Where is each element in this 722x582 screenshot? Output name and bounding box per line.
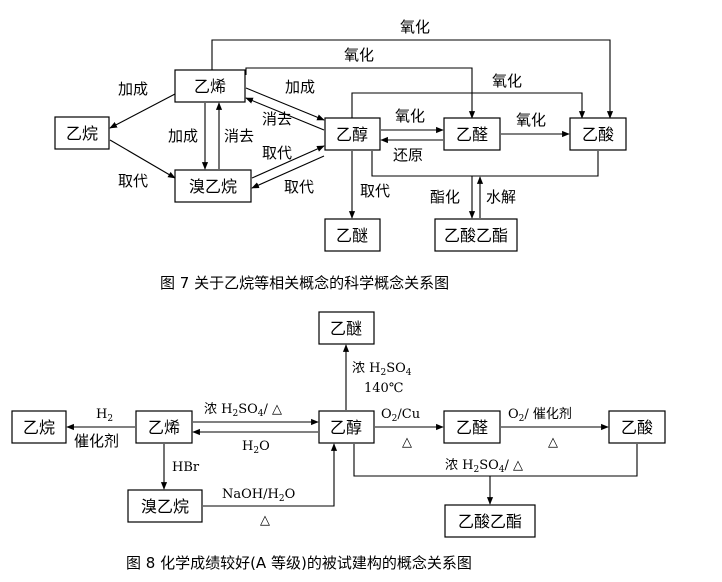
fig7-node-ether-label: 乙醚: [336, 226, 368, 245]
fig8-node-ethanol-label: 乙醇: [330, 418, 362, 437]
fig8-hbr-label: HBr: [172, 460, 200, 475]
fig8-conc-h2so4-label-3: 浓 H2SO4/ △: [445, 458, 523, 475]
fig8-arrow-bromoethane-to-ethanol: [203, 443, 338, 507]
fig7-node-ethyl-acetate-label: 乙酸乙酯: [444, 226, 508, 245]
fig7-arrow-ethylene-to-ethanol: [245, 87, 325, 121]
fig7-arrow-ethylene-to-ethane: [109, 93, 176, 129]
fig8-node-ethylene: [135, 410, 193, 444]
fig7-node-bromoethane: [174, 169, 252, 203]
fig7-label-addition-2: 加成: [168, 127, 198, 145]
fig7-arrow-bromoethane-to-ethanol: [251, 145, 325, 179]
fig7-label-substitution-1: 取代: [118, 172, 148, 190]
fig7-label-elimination-1: 消去: [224, 127, 254, 145]
fig8-conc-h2so4-label-1: 浓 H2SO4/ △: [204, 402, 282, 419]
fig7-label-elimination-2: 消去: [262, 110, 292, 128]
fig8-temp-label: 140℃: [364, 381, 403, 396]
fig8-node-acetaldehyde-label: 乙醛: [456, 418, 488, 437]
fig8-node-ether: [318, 311, 375, 345]
fig7-node-ethane-label: 乙烷: [66, 124, 98, 143]
fig8-catalyst-label: 催化剂: [74, 432, 119, 450]
fig8-node-ethyl-acetate: [444, 504, 536, 538]
fig8-naoh-label: NaOH/H2O: [222, 487, 295, 504]
fig8-heat-label-2: △: [548, 435, 558, 450]
fig7-label-esterification: 酯化: [430, 188, 460, 206]
fig7-ester-bracket: [371, 151, 599, 177]
fig7-label-oxidation-3: 氧化: [492, 72, 522, 90]
fig7-label-reduction: 还原: [393, 146, 423, 164]
fig8-node-bromoethane-label: 溴乙烷: [141, 497, 189, 516]
fig7-node-acetic-acid: [569, 117, 627, 151]
fig8-o2-cu-label: O2/Cu: [381, 407, 420, 424]
fig8-caption: 图 8 化学成绩较好(A 等级)的被试建构的概念关系图: [126, 554, 472, 572]
fig7-node-ethyl-acetate: [434, 218, 518, 252]
fig8-heat-label-3: △: [260, 513, 270, 528]
fig7-label-oxidation-top: 氧化: [400, 18, 430, 36]
fig7-label-oxidation-5: 氧化: [516, 111, 546, 129]
fig7-arrow-ethanol-to-ethylene: [245, 97, 325, 131]
fig8-node-ethyl-acetate-label: 乙酸乙酯: [458, 512, 522, 531]
fig8-h2o-label: H2O: [242, 439, 270, 456]
fig8-conc-h2so4-label-2: 浓 H2SO4: [352, 361, 412, 378]
fig7-label-oxidation-4: 氧化: [395, 107, 425, 125]
fig7-label-substitution-3: 取代: [284, 178, 314, 196]
fig7-arrow-ethanol-to-bromoethane: [251, 155, 325, 189]
fig8-node-ethylene-label: 乙烯: [148, 418, 180, 437]
fig7-arrow-ethane-to-bromoethane: [109, 139, 176, 179]
fig7-node-acetaldehyde: [443, 117, 501, 151]
fig7-label-hydrolysis: 水解: [486, 188, 516, 206]
fig7-caption: 图 7 关于乙烷等相关概念的科学概念关系图: [160, 274, 449, 292]
fig7-label-addition-1: 加成: [118, 80, 148, 98]
fig7-node-acetic-acid-label: 乙酸: [582, 125, 614, 144]
fig8-heat-label-1: △: [402, 435, 412, 450]
fig8-node-ether-label: 乙醚: [330, 319, 362, 338]
fig8-ester-bracket: [353, 444, 638, 477]
fig8-node-acetic-acid-label: 乙酸: [621, 418, 653, 437]
fig7-node-ether: [324, 218, 381, 252]
fig7-node-ethanol: [324, 117, 381, 151]
fig7-node-ethanol-label: 乙醇: [336, 125, 368, 144]
fig8-node-ethane-label: 乙烷: [23, 418, 55, 437]
fig8-node-acetaldehyde: [443, 410, 501, 444]
fig7-arrow-ethanol-to-acid: [351, 92, 586, 119]
fig7-label-oxidation-2: 氧化: [344, 46, 374, 64]
fig8-o2-catalyst-label: O2/ 催化剂: [508, 407, 572, 424]
fig8-node-ethane: [11, 410, 67, 444]
fig7-node-ethylene-label: 乙烯: [194, 77, 226, 96]
fig8-node-bromoethane: [127, 489, 203, 523]
fig7-label-substitution-2: 取代: [262, 144, 292, 162]
figure-8: 乙醚 乙烷 乙烯 乙醇 乙醛 乙酸 溴乙烷 乙酸乙酯 H2 催化剂 浓 H2SO…: [11, 311, 666, 572]
fig7-node-ethylene: [174, 69, 246, 103]
fig7-arrow-ethylene-to-acid: [211, 39, 614, 119]
fig8-node-acetic-acid: [608, 410, 666, 444]
fig7-node-acetaldehyde-label: 乙醛: [456, 125, 488, 144]
fig7-node-bromoethane-label: 溴乙烷: [189, 177, 237, 196]
fig7-label-addition-3: 加成: [285, 78, 315, 96]
fig7-label-substitution-4: 取代: [360, 182, 390, 200]
fig7-node-ethane: [54, 116, 110, 150]
figure-7: 氧化 氧化 氧化 乙烯 乙烷 溴乙烷 乙醇 乙醛 乙酸 乙醚 乙酸乙酯 加成 取…: [54, 18, 627, 292]
fig8-h2-label: H2: [96, 407, 113, 424]
fig8-node-ethanol: [318, 410, 375, 444]
